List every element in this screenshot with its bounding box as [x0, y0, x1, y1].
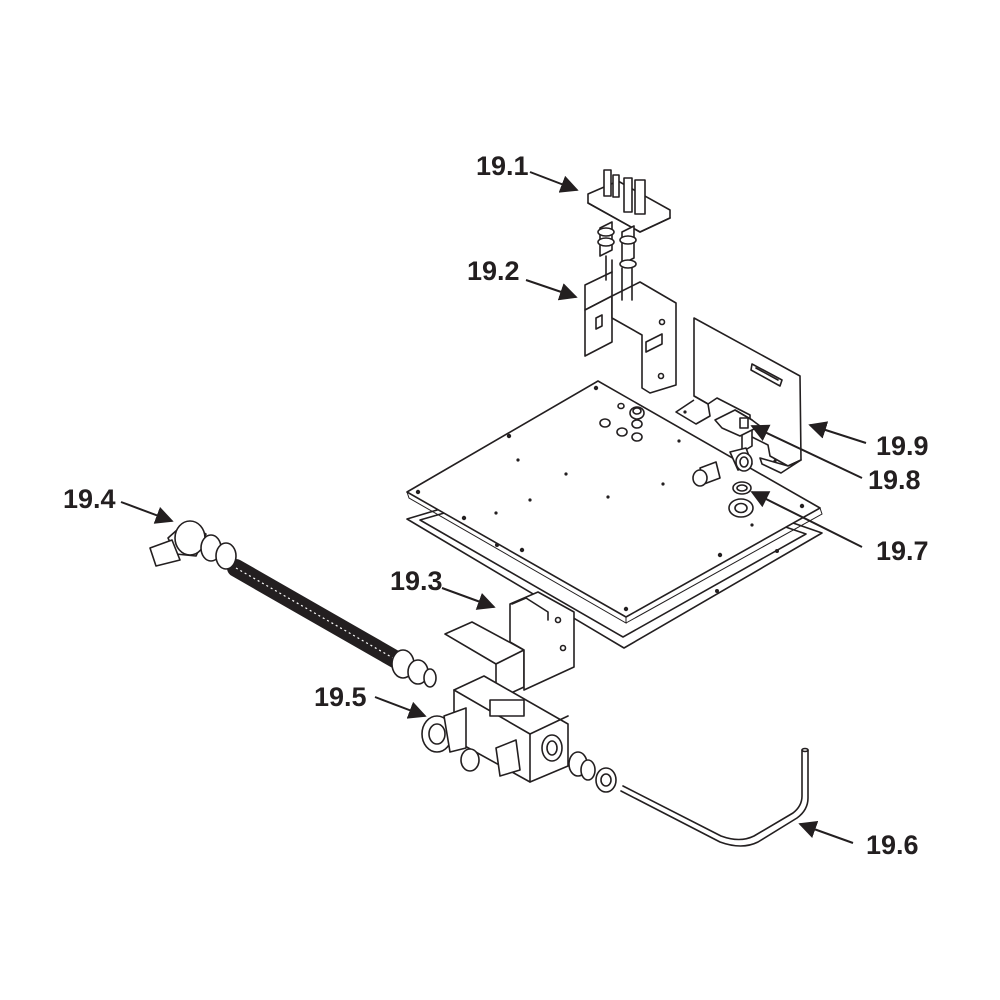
callout-19-4: 19.4: [63, 484, 116, 514]
fittings: [692, 447, 753, 495]
gas-valve: [421, 675, 569, 783]
callout-19-7: 19.7: [876, 536, 929, 566]
pilot-bracket: [584, 271, 677, 394]
callout-labels: 19.1 19.2 19.3 19.4 19.5 19.6 19.7 19.8 …: [63, 151, 929, 860]
callout-19-2: 19.2: [467, 256, 520, 286]
clip: [714, 409, 761, 453]
callout-19-9: 19.9: [876, 431, 929, 461]
base-plate: [406, 380, 823, 624]
callout-19-1: 19.1: [476, 151, 529, 181]
callout-19-3: 19.3: [390, 566, 443, 596]
valve-bracket: [444, 591, 575, 701]
callout-19-6: 19.6: [866, 830, 919, 860]
shield-bracket: [675, 317, 802, 474]
flex-hose: [149, 520, 437, 688]
pilot-tube: [620, 747, 809, 847]
callout-arrows: [120, 171, 867, 844]
outlet-fittings: [568, 751, 617, 793]
pilot-assembly: [587, 169, 671, 301]
callout-19-8: 19.8: [868, 465, 921, 495]
callout-19-5: 19.5: [314, 682, 367, 712]
